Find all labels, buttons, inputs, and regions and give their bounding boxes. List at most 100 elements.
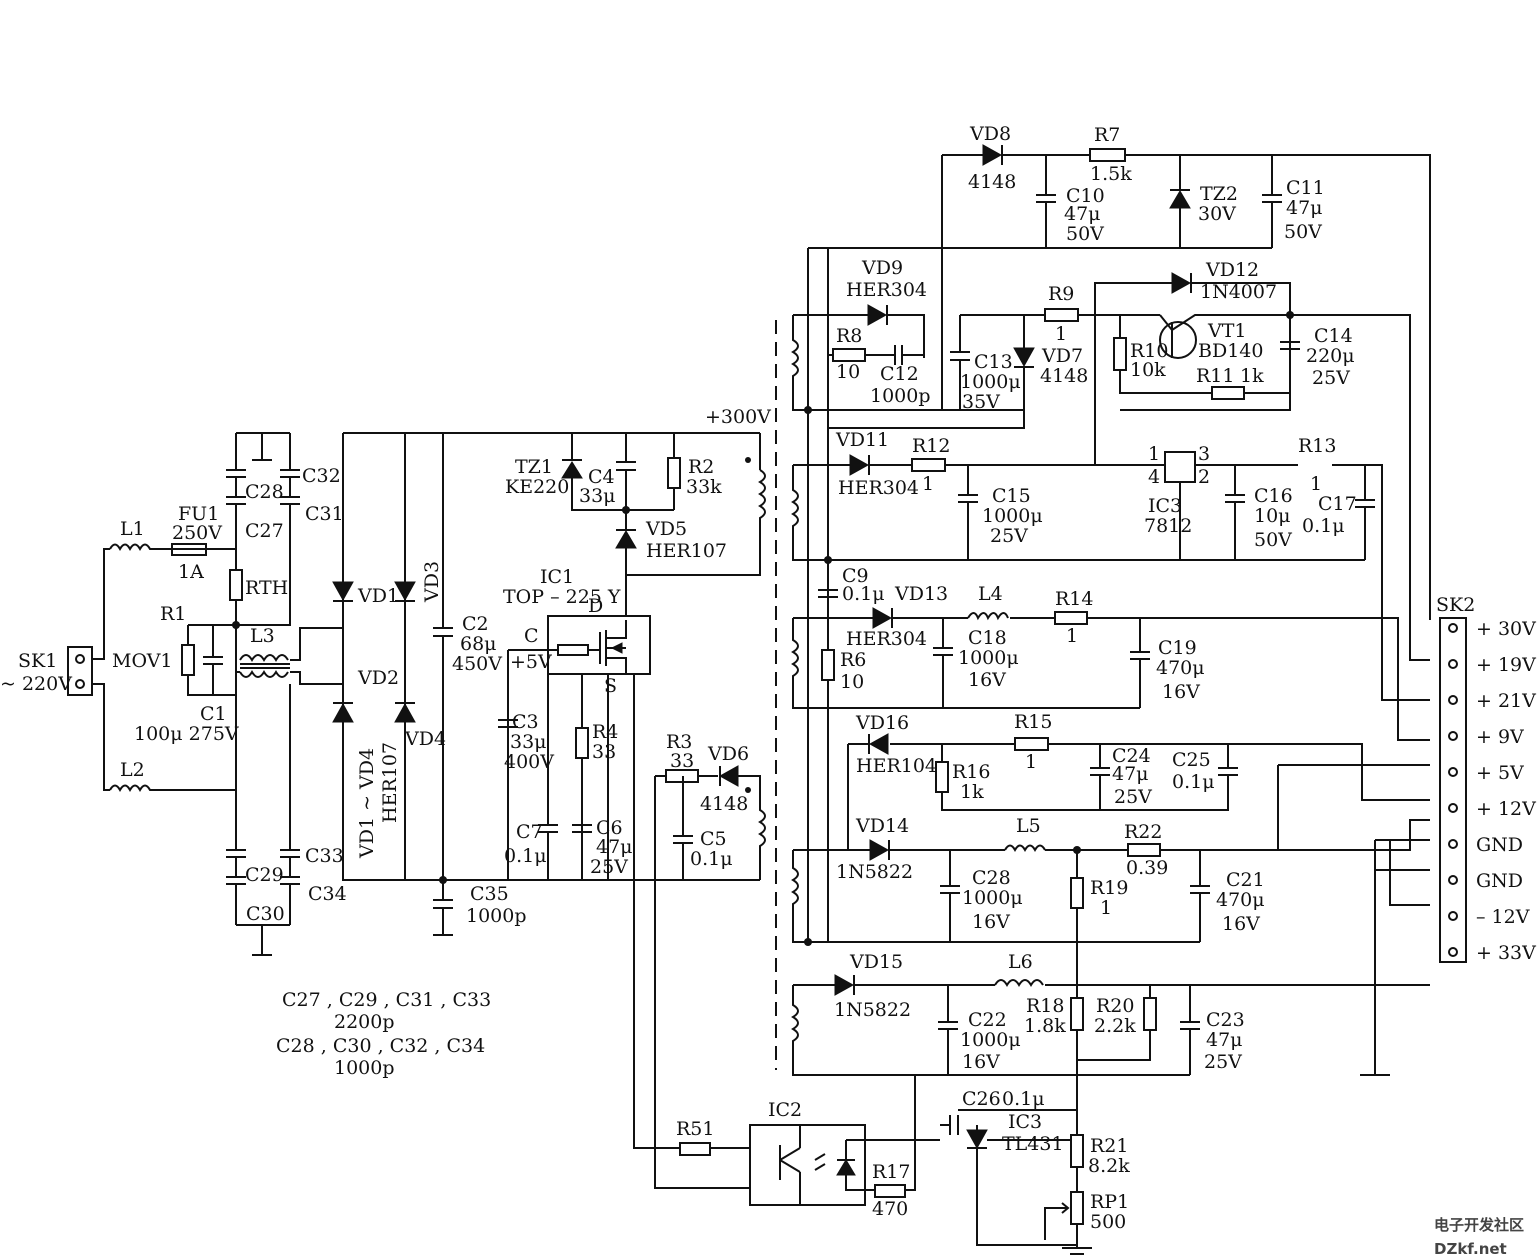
c23-cap: 47μ xyxy=(1206,1029,1243,1051)
c2-label: C2 xyxy=(462,613,489,635)
sk2-pin-label: + 21V xyxy=(1476,690,1536,712)
sk2-pin-label: + 9V xyxy=(1476,726,1524,748)
r10-value: 10k xyxy=(1130,359,1166,381)
c31-label: C31 xyxy=(305,503,344,525)
c13-label: C13 xyxy=(974,351,1013,373)
rectifier-section: VD1 VD2 VD3 VD4 VD1 ~ VD4 HER107 C2 68μ … xyxy=(332,406,771,936)
c25-value: 0.1μ xyxy=(1172,771,1215,793)
r7-value: 1.5k xyxy=(1090,163,1132,185)
primary-winding xyxy=(626,433,766,576)
c35-label: C35 xyxy=(470,883,509,905)
vd5-diode xyxy=(615,530,637,549)
vd7-label: VD7 xyxy=(1041,345,1083,367)
c10-label: C10 xyxy=(1066,185,1105,207)
r16-value: 1k xyxy=(960,781,984,803)
vd16-type: HER104 xyxy=(856,755,937,777)
sk2-label: SK2 xyxy=(1436,594,1475,616)
vd4-label: VD4 xyxy=(404,728,446,750)
c16-volt: 50V xyxy=(1254,529,1292,551)
c11-label: C11 xyxy=(1286,177,1325,199)
r22-value: 0.39 xyxy=(1126,857,1168,879)
watermark-cn: 电子开发社区 xyxy=(1434,1216,1524,1234)
c10-cap: 47μ xyxy=(1064,203,1101,225)
vd8-type: 4148 xyxy=(968,171,1016,193)
c33-label: C33 xyxy=(305,845,344,867)
r9-value: 1 xyxy=(1055,323,1067,345)
r12-value: 1 xyxy=(922,473,934,495)
c9-value: 0.1μ xyxy=(842,583,885,605)
vd16-diode xyxy=(868,733,889,755)
r16-label: R16 xyxy=(952,761,990,783)
r9-label: R9 xyxy=(1048,283,1074,305)
c19-volt: 16V xyxy=(1162,681,1200,703)
sk2-pin xyxy=(1448,731,1458,741)
ic3-7812-regulator xyxy=(1164,451,1196,483)
c11-volt: 50V xyxy=(1284,221,1322,243)
l1-label: L1 xyxy=(120,518,145,540)
ic3-pin2: 2 xyxy=(1198,466,1210,488)
vd8-diode xyxy=(982,144,1003,166)
fu1-label: FU1 xyxy=(178,503,219,525)
c26-value: 0.1μ xyxy=(1002,1088,1045,1110)
c12-value: 1000p xyxy=(870,385,931,407)
c28-label: C28 xyxy=(245,481,284,503)
c12-label: C12 xyxy=(880,363,919,385)
vd5-type: HER107 xyxy=(646,540,727,562)
r13-value: 1 xyxy=(1310,473,1322,495)
c17-value: 0.1μ xyxy=(1302,515,1345,537)
r3-label: R3 xyxy=(666,731,692,753)
vd2-label: VD2 xyxy=(357,667,399,689)
rp1-label: RP1 xyxy=(1090,1191,1129,1213)
vd6-type: 4148 xyxy=(700,793,748,815)
tz2-volt: 30V xyxy=(1198,203,1236,225)
vd15-diode xyxy=(834,974,855,996)
c5-label: C5 xyxy=(700,828,727,850)
c29-label: C29 xyxy=(245,864,284,886)
vd12-diode xyxy=(1171,272,1192,294)
r12-label: R12 xyxy=(912,435,950,457)
ic1-pin-d: D xyxy=(588,595,603,617)
c16-cap: 10μ xyxy=(1254,505,1291,527)
vd15-label: VD15 xyxy=(849,951,903,973)
fu1-rating-v: 250V xyxy=(172,522,222,544)
r11-value: 1k xyxy=(1240,365,1264,387)
l3-label: L3 xyxy=(250,625,275,647)
vd5-label: VD5 xyxy=(645,518,687,540)
vd11-diode xyxy=(849,454,870,476)
secondary-section: VD8 4148 R7 1.5k C10 47μ 50V TZ2 30V C11… xyxy=(791,123,1431,1076)
sk2-pin-label: + 33V xyxy=(1476,942,1536,964)
ic1-pin-s: S xyxy=(604,675,617,697)
c23-volt: 25V xyxy=(1204,1051,1242,1073)
vd9-type: HER304 xyxy=(846,279,927,301)
r10-label: R10 xyxy=(1130,340,1168,362)
sk1-label: SK1 xyxy=(18,650,57,672)
tz1-label: TZ1 xyxy=(515,456,553,478)
c24-label: C24 xyxy=(1112,745,1151,767)
c34-label: C34 xyxy=(308,883,347,905)
c6-label: C6 xyxy=(596,817,623,839)
vd11-type: HER304 xyxy=(838,477,919,499)
tl431-label: IC3 xyxy=(1008,1111,1042,1133)
c15-cap: 1000μ xyxy=(982,505,1043,527)
sk2-pin-label: + 30V xyxy=(1476,618,1536,640)
sk2-pin xyxy=(1448,911,1458,921)
c18-cap: 1000μ xyxy=(958,647,1019,669)
c28b-label: C28 xyxy=(972,867,1011,889)
bridge-note: VD1 ~ VD4 xyxy=(356,748,378,859)
r3-value: 33 xyxy=(670,750,694,772)
c4-label: C4 xyxy=(588,466,615,488)
primary-section: TZ1 KE220 C4 33μ R2 33k VD5 HER107 IC1 T… xyxy=(498,433,766,1189)
vd11-label: VD11 xyxy=(835,429,889,451)
c35-value: 1000p xyxy=(466,905,527,927)
fu1-rating-a: 1A xyxy=(178,561,204,583)
tl431-type: TL431 xyxy=(1002,1133,1064,1155)
r1-label: R1 xyxy=(160,603,186,625)
r20-label: R20 xyxy=(1096,995,1134,1017)
vd16-label: VD16 xyxy=(855,712,909,734)
r14-value: 1 xyxy=(1066,625,1078,647)
l4-inductor xyxy=(967,612,1009,621)
c23-label: C23 xyxy=(1206,1009,1245,1031)
ic3-type: 7812 xyxy=(1144,515,1192,537)
c24-volt: 25V xyxy=(1114,786,1152,808)
note-line2: 2200p xyxy=(334,1011,395,1033)
